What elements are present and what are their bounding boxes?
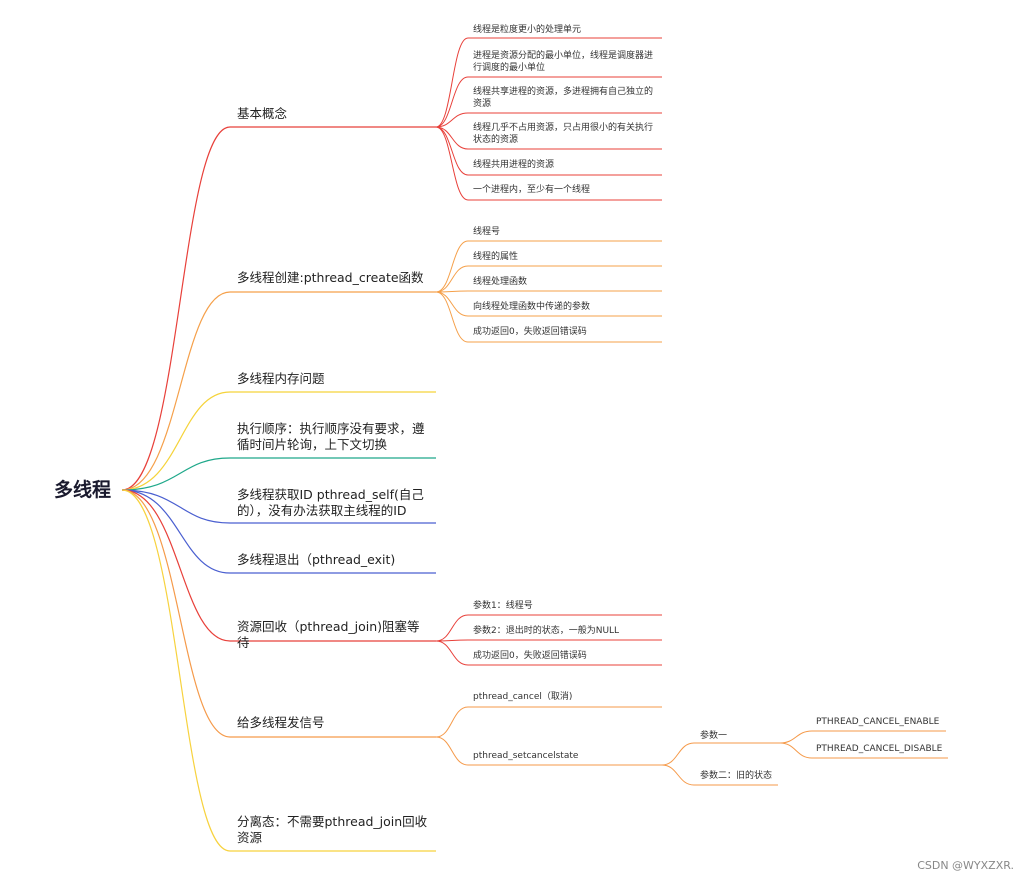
root-node[interactable]: 多线程 <box>54 479 112 501</box>
branch-order[interactable]: 执行顺序：执行顺序没有要求，遵循时间片轮询，上下文切换 <box>237 421 425 453</box>
signal-disable[interactable]: PTHREAD_CANCEL_DISABLE <box>816 744 943 754</box>
edge-create <box>121 291 436 491</box>
create-child-1[interactable]: 线程号 <box>473 227 501 237</box>
branch-detach[interactable]: 分离态：不需要pthread_join回收资源 <box>237 814 428 846</box>
basic-child-5[interactable]: 线程共用进程的资源 <box>473 160 555 170</box>
create-child-4[interactable]: 向线程处理函数中传递的参数 <box>473 302 591 312</box>
signal-cancel[interactable]: pthread_cancel（取消) <box>473 692 573 702</box>
basic-child-4[interactable]: 线程几乎不占用资源，只占用很小的有关执行状态的资源 <box>473 123 654 145</box>
branch-exit[interactable]: 多线程退出（pthread_exit) <box>237 552 396 567</box>
watermark: CSDN @WYXZXR. <box>917 859 1014 872</box>
edge-memory <box>121 391 436 491</box>
basic-child-6[interactable]: 一个进程内，至少有一个线程 <box>473 185 591 195</box>
signal-param2[interactable]: 参数二：旧的状态 <box>700 771 773 781</box>
create-child-5[interactable]: 成功返回0，失败返回错误码 <box>473 327 587 337</box>
signal-enable[interactable]: PTHREAD_CANCEL_ENABLE <box>816 717 940 727</box>
join-child-1[interactable]: 参数1：线程号 <box>473 601 533 611</box>
edge-exit <box>121 489 436 574</box>
edge-basic <box>121 126 436 491</box>
edge-detach <box>121 489 436 852</box>
signal-setcancelstate[interactable]: pthread_setcancelstate <box>473 751 579 761</box>
branch-memory[interactable]: 多线程内存问题 <box>237 371 325 386</box>
edge-signal <box>121 489 436 738</box>
branch-getid[interactable]: 多线程获取ID pthread_self(自己的），没有办法获取主线程的ID <box>237 487 424 519</box>
basic-child-2[interactable]: 进程是资源分配的最小单位，线程是调度器进行调度的最小单位 <box>473 51 654 73</box>
edge-getid <box>121 489 436 524</box>
branch-create[interactable]: 多线程创建:pthread_create函数 <box>237 270 424 285</box>
branch-signal[interactable]: 给多线程发信号 <box>237 715 325 730</box>
basic-child-1[interactable]: 线程是粒度更小的处理单元 <box>473 25 582 35</box>
join-child-2[interactable]: 参数2：退出时的状态，一般为NULL <box>473 626 620 636</box>
join-child-3[interactable]: 成功返回0，失败返回错误码 <box>473 651 587 661</box>
branch-basic[interactable]: 基本概念 <box>237 106 288 121</box>
create-child-3[interactable]: 线程处理函数 <box>473 277 528 287</box>
edge-order <box>121 457 436 491</box>
edge-join <box>121 489 436 642</box>
signal-param1[interactable]: 参数一 <box>700 731 728 741</box>
basic-child-3[interactable]: 线程共享进程的资源，多进程拥有自己独立的资源 <box>473 87 654 109</box>
create-child-2[interactable]: 线程的属性 <box>473 252 519 262</box>
branch-join[interactable]: 资源回收（pthread_join)阻塞等待 <box>237 619 420 651</box>
